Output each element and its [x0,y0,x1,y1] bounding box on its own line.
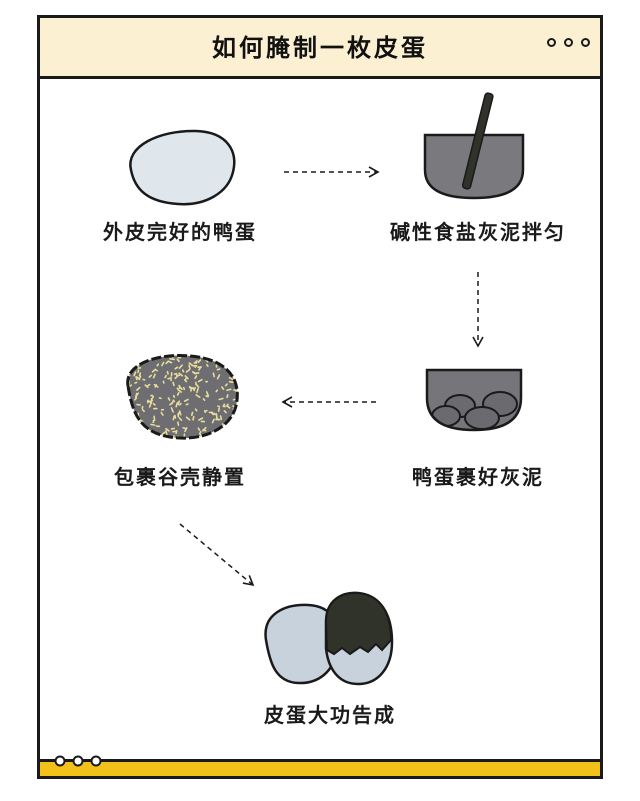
eggs-in-mud-bowl-icon [425,368,523,432]
dot-icon [547,38,556,47]
arrow-diagonal [179,523,255,587]
step-label-mix-mud: 碱性食盐灰泥拌匀 [390,220,566,244]
flow-arrows [179,166,484,587]
dot-icon [581,38,590,47]
footer-bar [40,755,600,776]
page-title: 如何腌制一枚皮蛋 [212,34,428,62]
mixing-bowl-icon [423,92,525,200]
century-egg-icon [264,591,394,686]
footer-dots-icon [54,755,104,767]
header-dots [547,38,590,47]
step-label-coat-egg: 鸭蛋裹好灰泥 [412,465,544,489]
husk-wrapped-egg-icon [126,354,239,440]
stirring-stick-icon [461,92,494,190]
dot-icon [564,38,573,47]
raw-egg-icon [129,129,236,206]
step-label-wrap-husk: 包裹谷壳静置 [114,465,246,489]
step-label-raw-egg: 外皮完好的鸭蛋 [103,220,257,244]
step-label-done: 皮蛋大功告成 [264,703,396,727]
header-bar: 如何腌制一枚皮蛋 [40,18,600,79]
